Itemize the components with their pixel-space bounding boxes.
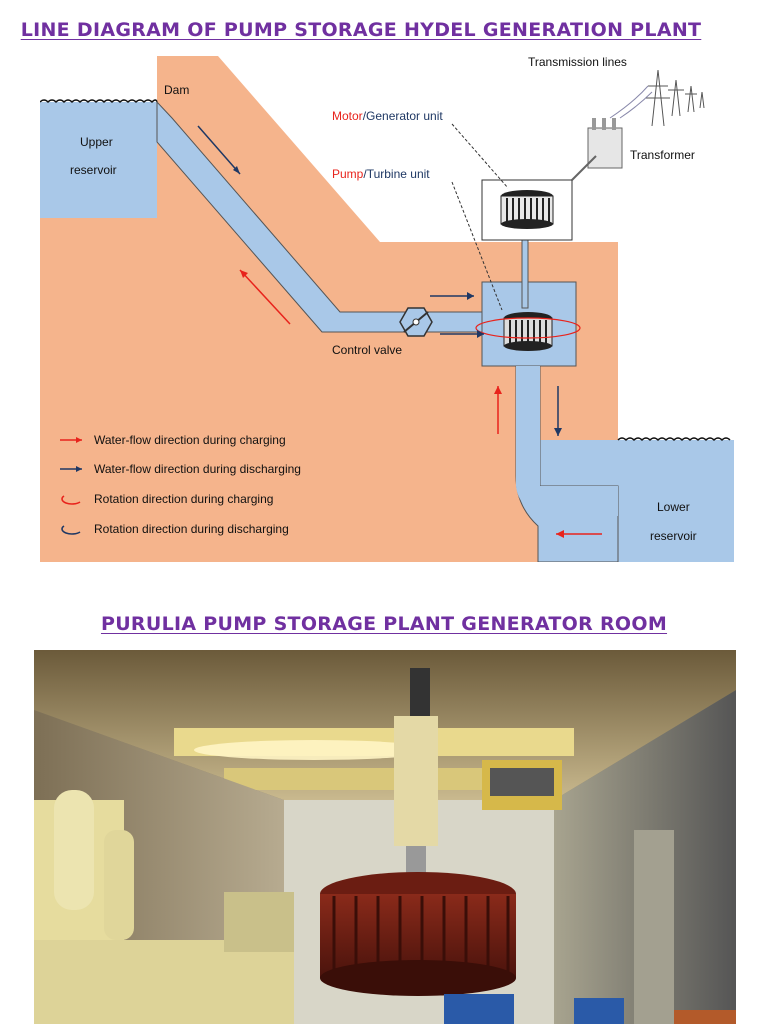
generator-room-photo	[34, 650, 736, 1024]
label-transmission-lines: Transmission lines	[528, 56, 627, 69]
lower-reservoir-surface	[617, 437, 731, 442]
legend-item-3: Rotation direction during charging	[94, 492, 273, 506]
transmission-towers-icon	[609, 69, 705, 127]
rotation-ring	[475, 317, 581, 339]
legend-item-4: Rotation direction during discharging	[94, 522, 289, 536]
upper-reservoir	[40, 102, 157, 218]
label-upper-reservoir-1: Upper	[80, 135, 113, 149]
label-control-valve: Control valve	[332, 343, 402, 357]
upper-reservoir-surface	[40, 99, 158, 104]
crane-cab	[482, 760, 562, 810]
generator-drum	[500, 190, 554, 229]
rotor	[320, 872, 516, 996]
yellow-machinery	[34, 790, 294, 1024]
label-upper-reservoir-2: reservoir	[70, 163, 117, 177]
control-valve-symbol	[399, 307, 433, 337]
tailrace	[516, 366, 618, 516]
legend-markers	[60, 437, 82, 535]
label-pump-turbine: Pump/Turbine unit	[332, 167, 430, 181]
transformer-icon	[571, 118, 623, 181]
pump-storage-line-diagram: Dam Upper reservoir Lower reservoir Tran…	[40, 56, 734, 562]
label-transformer: Transformer	[630, 148, 695, 162]
legend-item-1: Water-flow direction during charging	[94, 433, 286, 447]
pump-pointer	[451, 181, 503, 311]
motor-pointer	[451, 123, 509, 189]
label-motor-generator: Motor/Generator unit	[332, 109, 443, 123]
label-pump: Pump	[332, 167, 364, 181]
label-motor: Motor	[332, 109, 363, 123]
flow-arrows	[197, 125, 602, 538]
legend-item-2: Water-flow direction during discharging	[94, 462, 301, 476]
page-title: LINE DIAGRAM OF PUMP STORAGE HYDEL GENER…	[20, 19, 702, 41]
right-structures	[444, 830, 736, 1024]
label-generator-unit: /Generator unit	[363, 109, 444, 123]
label-turbine-unit: /Turbine unit	[363, 167, 430, 181]
label-dam: Dam	[164, 83, 189, 97]
label-lower-reservoir-1: Lower	[657, 500, 690, 514]
turbine-runner	[475, 312, 581, 351]
lower-reservoir	[518, 440, 734, 562]
page-subtitle: PURULIA PUMP STORAGE PLANT GENERATOR ROO…	[100, 613, 668, 635]
label-lower-reservoir-2: reservoir	[650, 529, 697, 543]
